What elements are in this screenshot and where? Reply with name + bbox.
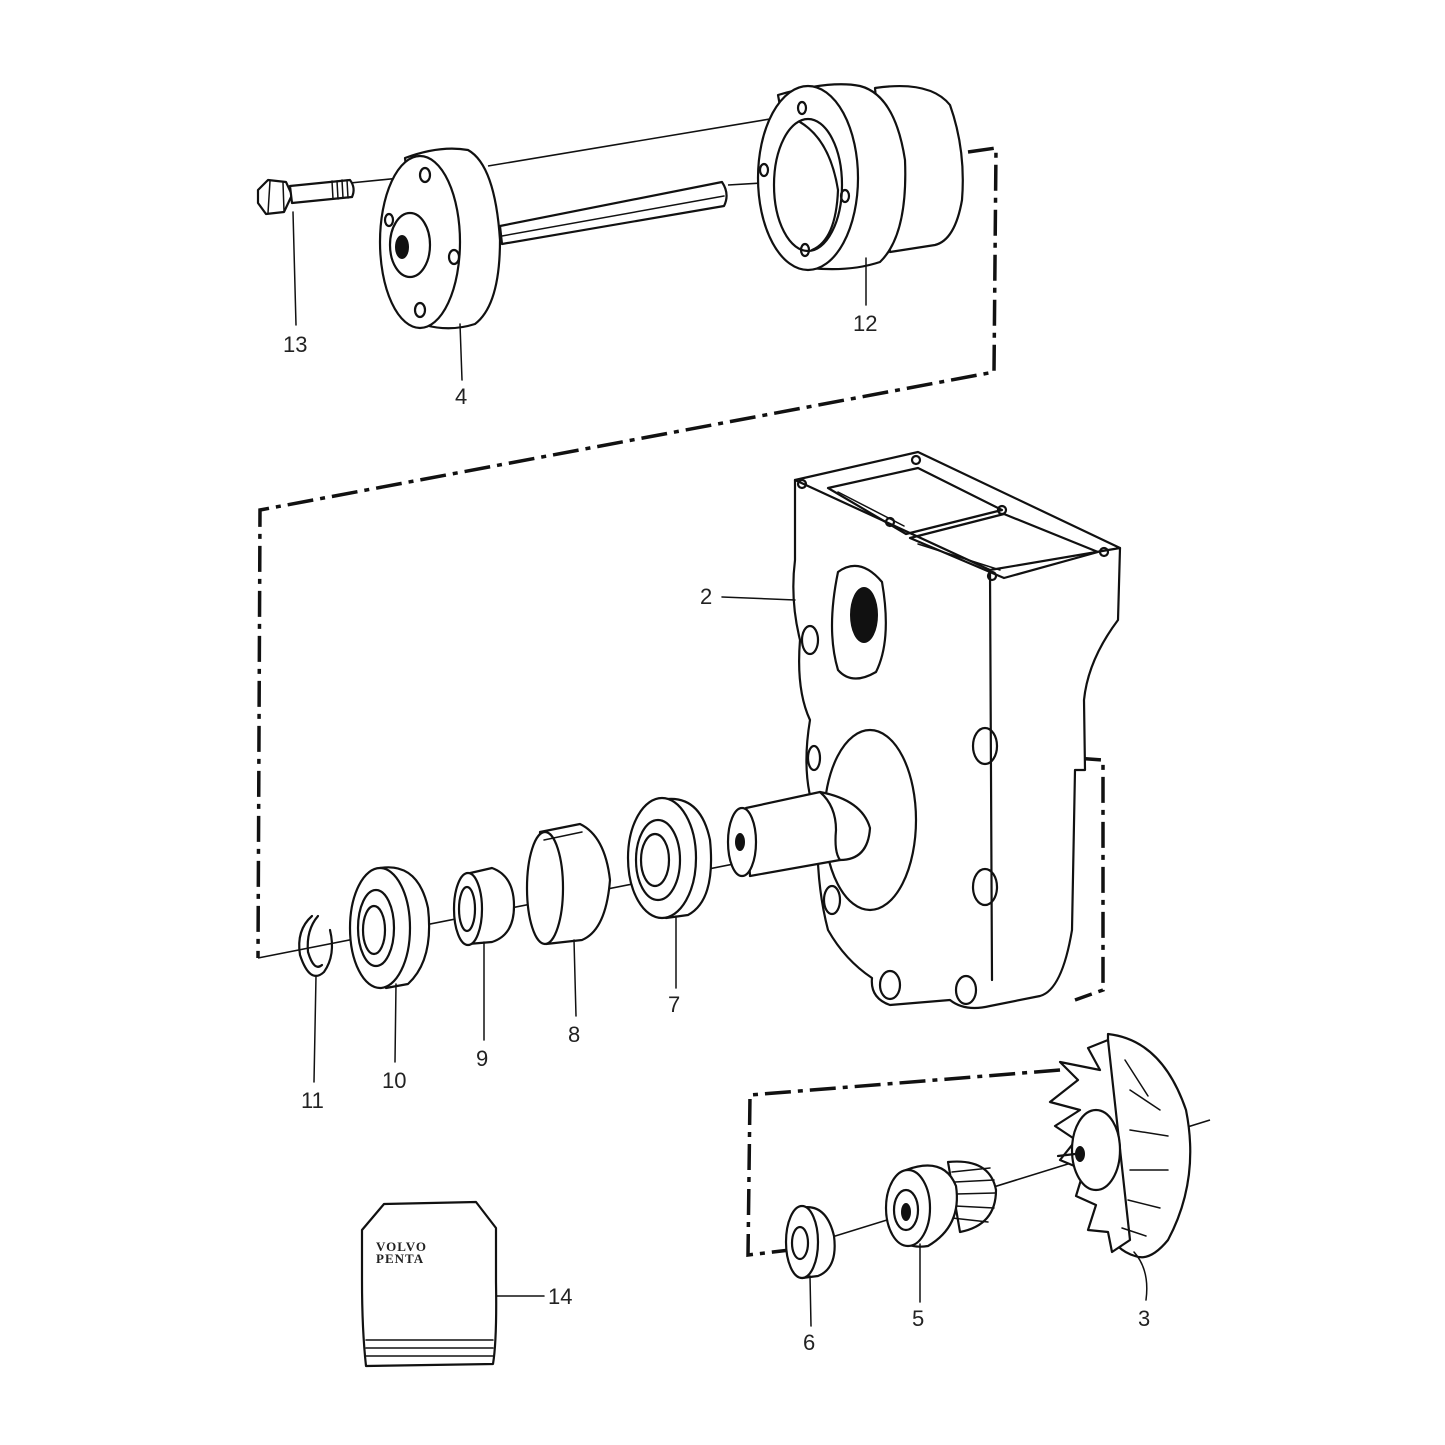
logo-text-penta: PENTA (376, 1251, 424, 1266)
impeller (1048, 1032, 1192, 1259)
sleeve-ring (525, 822, 612, 946)
callout-5: 5 (912, 1306, 924, 1331)
callout-7: 7 (668, 992, 680, 1017)
circlip (298, 914, 334, 977)
callout-14: 14 (548, 1284, 572, 1309)
callout-8: 8 (568, 1022, 580, 1047)
callout-10: 10 (382, 1068, 406, 1093)
callout-3: 3 (1138, 1306, 1150, 1331)
group-frame-housing (1074, 756, 1105, 1002)
callout-13: 13 (283, 332, 307, 357)
puller-sleeve (756, 83, 964, 272)
callout-12: 12 (853, 311, 877, 336)
bolt (256, 178, 355, 216)
kit-bag: VOLVO PENTA (360, 1200, 498, 1368)
callout-9: 9 (476, 1046, 488, 1071)
spacer-ring (452, 866, 516, 947)
callout-11: 11 (301, 1088, 324, 1113)
callout-labels: 2 3 4 5 6 7 8 9 10 11 12 13 14 (283, 311, 1150, 1355)
group-frame-impeller (746, 1068, 1061, 1257)
bearing-small (348, 866, 431, 990)
logo-text-volvo: VOLVO (376, 1239, 427, 1254)
leader-lines (292, 211, 1148, 1327)
puller-plate (378, 147, 728, 330)
group-frame-upper (256, 145, 998, 959)
callout-4: 4 (455, 384, 467, 409)
callout-6: 6 (803, 1330, 815, 1355)
bearing-large (626, 796, 713, 920)
gear-housing (726, 450, 1122, 1010)
seal-assembly (884, 1160, 998, 1248)
seal-ring (784, 1204, 836, 1280)
callout-2: 2 (700, 584, 712, 609)
